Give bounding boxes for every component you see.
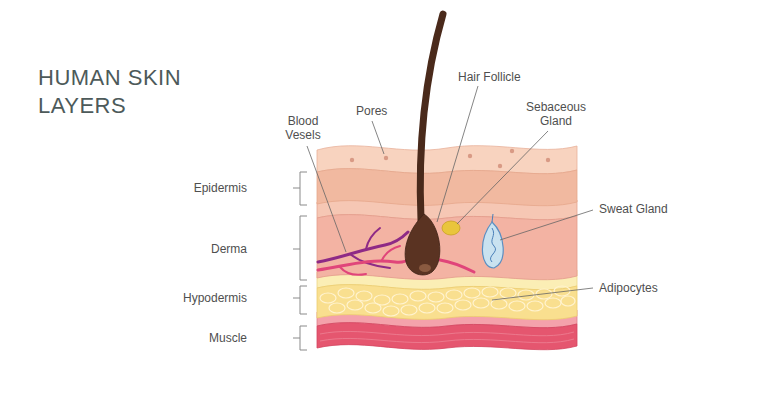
layer-label: Epidermis [140,181,249,195]
muscle-front [317,323,577,350]
layer-label: Muscle [140,331,249,345]
part-label: Pores [354,104,389,118]
hair-shaft [420,14,443,220]
part-label: Adipocytes [597,281,660,295]
diagram-title: HUMAN SKIN LAYERS [38,64,208,120]
derma-front [317,215,577,280]
sebaceous-gland [442,221,460,235]
epidermis-front [317,169,577,206]
part-label: Sweat Gland [597,202,670,216]
pores [350,149,550,168]
part-label: Blood Vesels [272,114,334,142]
hypodermis-front [317,285,577,320]
layer-label: Derma [140,242,249,256]
layer-brackets [293,172,307,350]
part-label: Hair Follicle [456,70,523,84]
hair-follicle [405,214,440,275]
part-label: Sebaceous Gland [516,100,596,128]
muscle-fibers [320,331,574,342]
sweat-gland-coil [490,214,495,262]
hair-papilla [419,264,431,272]
layer-label: Hypodermis [140,291,249,305]
adipocyte-cells [320,286,575,316]
